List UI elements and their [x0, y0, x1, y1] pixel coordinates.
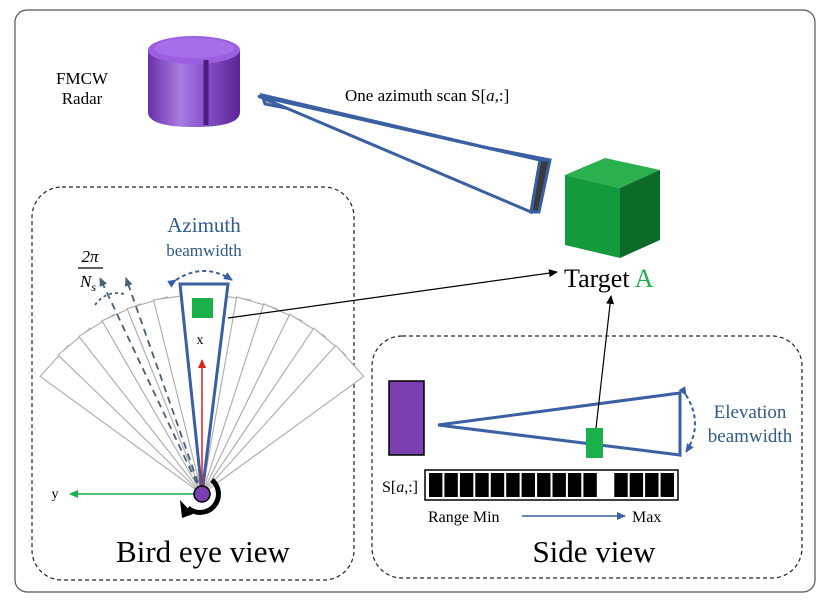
range-bin [660, 473, 674, 497]
arrow-bird-to-target [227, 269, 558, 319]
scan-label: One azimuth scan S[a,:] [345, 86, 509, 105]
arrow-side-to-target [595, 295, 615, 429]
range-bin [475, 473, 489, 497]
range-bin [583, 473, 597, 497]
range-bin [459, 473, 474, 497]
scan-dir-line-1 [99, 277, 203, 495]
target-marker-bird [192, 298, 213, 318]
range-bin [429, 473, 443, 497]
radar-cylinder [148, 36, 240, 127]
range-max-label: Max [632, 509, 661, 526]
scan-dir-line-2 [124, 277, 203, 495]
range-bin [629, 473, 644, 497]
range-bin [567, 473, 582, 497]
azimuth-label-line2: beamwidth [166, 241, 242, 260]
radar-dot [193, 485, 211, 503]
scan-beam [257, 92, 552, 215]
target-marker-side [586, 428, 603, 458]
elevation-label-line1: Elevation [714, 402, 787, 423]
elevation-arc [678, 386, 696, 453]
y-axis-label: y [52, 487, 59, 502]
rotation-arrow [186, 478, 221, 515]
radar-label-line1: FMCW [56, 69, 109, 88]
azimuth-label-line1: Azimuth [167, 213, 241, 237]
range-bin [490, 473, 505, 497]
azimuth-arc [167, 270, 233, 288]
range-bin [506, 473, 520, 497]
x-axis-label: x [197, 333, 204, 348]
outer-frame [14, 9, 816, 593]
radar-side-block [388, 380, 425, 456]
range-bin [444, 473, 458, 497]
bird-eye-panel [31, 186, 355, 581]
range-bin [614, 473, 628, 497]
range-bins [429, 473, 674, 497]
elevation-label-line2: beamwidth [708, 426, 793, 447]
range-min-label: Range Min [428, 509, 500, 526]
fan-slice [201, 344, 365, 495]
radar-label-line2: Radar [62, 89, 103, 108]
elevation-beam [437, 391, 682, 457]
side-view-title: Side view [532, 534, 656, 569]
target-cube [565, 158, 660, 258]
range-bin [552, 473, 566, 497]
rotation-arrowhead [180, 500, 193, 518]
angle-arc [94, 292, 125, 306]
angle-denominator: Ns [79, 272, 96, 294]
target-label: Target A [564, 264, 654, 293]
side-view-panel [371, 335, 803, 579]
angle-numerator: 2π [81, 247, 99, 266]
range-bin [645, 473, 659, 497]
range-bin [598, 473, 613, 497]
bird-eye-title: Bird eye view [116, 534, 291, 569]
range-bin [537, 473, 551, 497]
range-bin [521, 473, 535, 497]
scan-vector-label: S[a,:] [382, 479, 418, 496]
